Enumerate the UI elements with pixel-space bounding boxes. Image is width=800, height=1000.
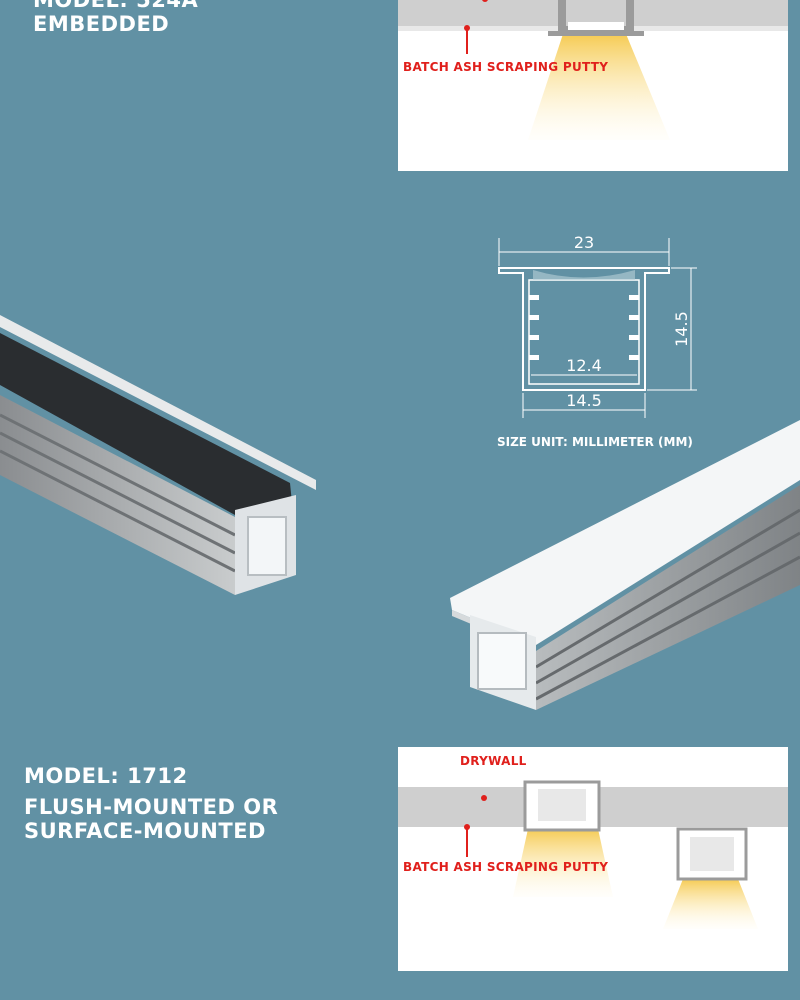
- profile-render-black-cover: [0, 315, 316, 595]
- bottom-putty-label: BATCH ASH SCRAPING PUTTY: [403, 860, 609, 874]
- top-putty-label: BATCH ASH SCRAPING PUTTY: [403, 60, 609, 74]
- top-model-title: MODEL: 524A: [33, 0, 199, 12]
- top-installation-diagram: BATCH ASH SCRAPING PUTTY: [398, 0, 788, 171]
- drywall-red-dot: [481, 795, 487, 801]
- top-red-leader: [466, 30, 468, 54]
- size-unit-note: SIZE UNIT: MILLIMETER (MM): [497, 435, 693, 449]
- dim-height: 14.5: [672, 311, 691, 347]
- top-red-dot-upper: [482, 0, 488, 2]
- top-mount-type: EMBEDDED: [33, 12, 170, 36]
- bottom-installation-illustration: [398, 780, 788, 929]
- bottom-model-text-block: MODEL: 1712 FLUSH-MOUNTED OR SURFACE-MOU…: [24, 764, 278, 843]
- dim-inner-width: 12.4: [566, 356, 602, 375]
- bottom-model-title: MODEL: 1712: [24, 764, 188, 788]
- bottom-mount-type-line1: FLUSH-MOUNTED OR: [24, 795, 279, 819]
- bottom-installation-diagram: DRYWALL BATCH ASH SCRAPING PUTTY: [398, 747, 788, 971]
- dim-top-width: 23: [574, 233, 594, 252]
- top-red-dot: [464, 25, 470, 31]
- top-installation-illustration: [398, 0, 788, 140]
- bottom-mount-type-line2: SURFACE-MOUNTED: [24, 819, 266, 843]
- dim-bottom-width: 14.5: [566, 391, 602, 410]
- putty-red-dot: [464, 824, 470, 830]
- putty-red-leader: [466, 829, 468, 857]
- drywall-label: DRYWALL: [460, 754, 527, 768]
- top-model-text-block: MODEL: 524A EMBEDDED: [33, 0, 198, 36]
- profile-render-white-cover: [450, 420, 800, 710]
- dimension-drawing: 23 12.4 14.5 14.5: [498, 233, 697, 418]
